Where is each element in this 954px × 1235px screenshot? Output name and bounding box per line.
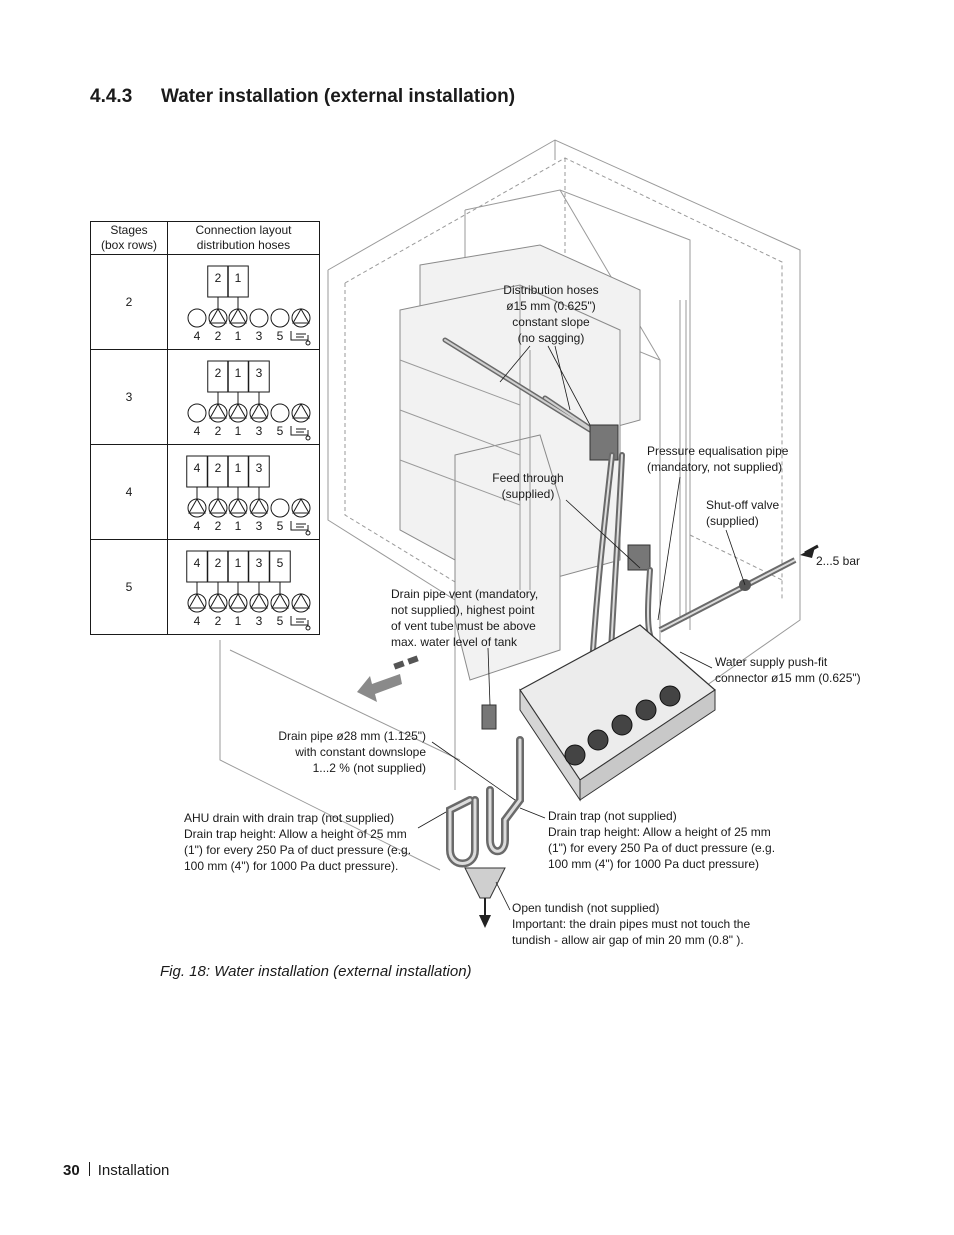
drain-triangle bbox=[292, 402, 310, 419]
pump-circle bbox=[270, 498, 290, 518]
drain-valve-icon bbox=[290, 426, 311, 441]
box-number: 3 bbox=[256, 461, 263, 475]
label-water-supply-connector: Water supply push-fit connector ø15 mm (… bbox=[715, 655, 861, 685]
pump-number: 2 bbox=[215, 614, 222, 628]
box-number: 2 bbox=[215, 366, 222, 380]
pump-triangle bbox=[250, 497, 268, 514]
pump-triangle bbox=[209, 402, 227, 419]
pump-circle bbox=[187, 308, 207, 328]
section-number: 4.4.3 bbox=[90, 86, 133, 107]
figure-caption: Fig. 18: Water installation (external in… bbox=[160, 963, 472, 980]
pump-number: 4 bbox=[194, 614, 201, 628]
drain-valve-icon bbox=[290, 616, 311, 631]
pump-triangle bbox=[229, 592, 247, 609]
pump-number: 4 bbox=[194, 424, 201, 438]
stage-count: 3 bbox=[90, 349, 168, 445]
label-shutoff-valve: Shut-off valve (supplied) bbox=[706, 498, 780, 528]
pump-number: 5 bbox=[277, 519, 284, 533]
pump-number: 5 bbox=[277, 329, 284, 343]
pump-number: 1 bbox=[235, 519, 242, 533]
pump-number: 1 bbox=[235, 329, 242, 343]
pump-triangle bbox=[250, 402, 268, 419]
pump-number: 2 bbox=[215, 329, 222, 343]
pump-triangle bbox=[209, 307, 227, 324]
pump-triangle bbox=[188, 497, 206, 514]
footer-section: Installation bbox=[97, 1162, 170, 1179]
pump-number: 4 bbox=[194, 519, 201, 533]
drain-triangle bbox=[292, 307, 310, 324]
pump-circle bbox=[270, 403, 290, 423]
label-open-tundish: Open tundish (not supplied) Important: t… bbox=[512, 901, 751, 947]
box-number: 2 bbox=[215, 461, 222, 475]
pump-number: 1 bbox=[235, 424, 242, 438]
pump-number: 3 bbox=[256, 519, 263, 533]
pump-number: 2 bbox=[215, 519, 222, 533]
label-distribution-hoses: Distribution hoses ø15 mm (0.625") const… bbox=[503, 283, 599, 345]
pump-triangle bbox=[188, 592, 206, 609]
box-number: 4 bbox=[194, 556, 201, 570]
drain-triangle bbox=[292, 592, 310, 609]
pump-circle bbox=[187, 403, 207, 423]
page-number: 30 bbox=[63, 1162, 80, 1179]
label-pressure-equalisation-pipe: Pressure equalisation pipe (mandatory, n… bbox=[647, 444, 789, 474]
pump-circle bbox=[249, 308, 269, 328]
box-number: 1 bbox=[235, 271, 242, 285]
box-number: 5 bbox=[277, 556, 284, 570]
page-footer: 30 Installation bbox=[63, 1162, 169, 1179]
box-number: 3 bbox=[256, 556, 263, 570]
drain-triangle bbox=[292, 497, 310, 514]
box-number: 1 bbox=[235, 461, 242, 475]
drain-valve-icon bbox=[290, 521, 311, 536]
label-drain-pipe: Drain pipe ø28 mm (1.125") with constant… bbox=[278, 729, 426, 775]
label-feed-through: Feed through (supplied) bbox=[492, 471, 564, 501]
box-number: 2 bbox=[215, 556, 222, 570]
box-number: 2 bbox=[215, 271, 222, 285]
box-number: 1 bbox=[235, 556, 242, 570]
label-ahu-drain: AHU drain with drain trap (not supplied)… bbox=[184, 811, 412, 873]
label-drain-trap: Drain trap (not supplied) Drain trap hei… bbox=[548, 809, 776, 871]
section-title: Water installation (external installatio… bbox=[161, 86, 516, 107]
pump-triangle bbox=[271, 592, 289, 609]
pump-number: 4 bbox=[194, 329, 201, 343]
drain-valve-icon bbox=[290, 331, 311, 346]
pump-triangle bbox=[209, 497, 227, 514]
pump-number: 3 bbox=[256, 329, 263, 343]
pump-triangle bbox=[229, 307, 247, 324]
pump-number: 5 bbox=[277, 424, 284, 438]
box-number: 4 bbox=[194, 461, 201, 475]
section-heading: 4.4.3 Water installation (external instal… bbox=[90, 86, 515, 108]
pump-number: 5 bbox=[277, 614, 284, 628]
footer-divider bbox=[88, 1162, 90, 1176]
pump-triangle bbox=[229, 497, 247, 514]
pump-triangle bbox=[229, 402, 247, 419]
header-stages: Stages (box rows) bbox=[90, 221, 168, 255]
pump-number: 2 bbox=[215, 424, 222, 438]
box-number: 3 bbox=[256, 366, 263, 380]
stages-table: Stages (box rows) Connection layout dist… bbox=[90, 221, 320, 635]
pump-triangle bbox=[209, 592, 227, 609]
pump-triangle bbox=[250, 592, 268, 609]
pump-number: 3 bbox=[256, 424, 263, 438]
pump-circle bbox=[270, 308, 290, 328]
pump-number: 3 bbox=[256, 614, 263, 628]
label-pressure-range: 2...5 bar bbox=[816, 554, 861, 568]
box-number: 1 bbox=[235, 366, 242, 380]
label-drain-pipe-vent: Drain pipe vent (mandatory, not supplied… bbox=[391, 587, 539, 649]
pump-number: 1 bbox=[235, 614, 242, 628]
